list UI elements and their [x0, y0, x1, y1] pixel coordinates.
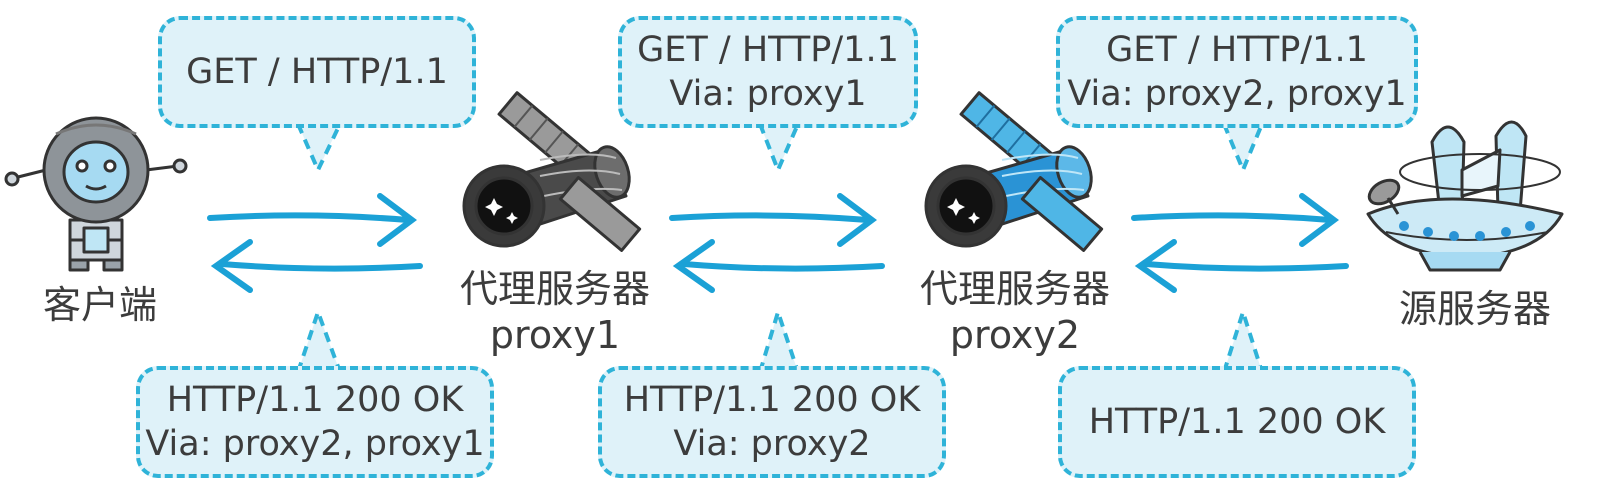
- request-bubble-tail-3: [1222, 123, 1264, 176]
- response-arrow-2: [681, 261, 885, 272]
- response-arrow-1: [219, 261, 423, 272]
- proxy1-name: 代理服务器: [459, 267, 650, 311]
- request-arrow-3: [1131, 212, 1333, 223]
- satellite-gray-icon: [462, 91, 642, 252]
- proxy1-id: proxy1: [489, 313, 621, 357]
- response-bubble-tail-1: [296, 305, 342, 373]
- via-header: Via: proxy1: [669, 74, 867, 114]
- status-line: HTTP/1.1 200 OK: [1088, 402, 1386, 442]
- response-bubble-proxy2-to-proxy1: HTTP/1.1 200 OK Via: proxy2: [598, 366, 946, 478]
- via-header: Via: proxy2: [673, 424, 871, 464]
- proxy1-label: 代理服务器 proxy1: [440, 266, 670, 358]
- via-header: Via: proxy2, proxy1: [1067, 74, 1407, 114]
- proxy2-name: 代理服务器: [919, 267, 1110, 311]
- request-bubble-tail-2: [758, 123, 800, 176]
- request-bubble-tail-1: [296, 123, 342, 175]
- proxy2-id: proxy2: [949, 313, 1081, 357]
- via-header: Via: proxy2, proxy1: [145, 424, 485, 464]
- request-line: GET / HTTP/1.1: [637, 30, 899, 70]
- request-line: GET / HTTP/1.1: [186, 52, 448, 92]
- response-bubble-tail-2: [758, 305, 800, 373]
- request-line: GET / HTTP/1.1: [1106, 30, 1368, 70]
- request-bubble-proxy1-to-proxy2: GET / HTTP/1.1 Via: proxy1: [618, 16, 918, 128]
- request-bubble-client-to-proxy1: GET / HTTP/1.1: [158, 16, 476, 128]
- client-label: 客户端: [42, 283, 157, 327]
- proxy2-label: 代理服务器 proxy2: [900, 266, 1130, 358]
- response-arrow-3: [1143, 261, 1349, 272]
- status-line: HTTP/1.1 200 OK: [166, 380, 464, 420]
- robot-icon: [4, 116, 188, 272]
- origin-server-label: 源服务器: [1398, 287, 1551, 331]
- satellite-blue-icon: [924, 91, 1104, 252]
- request-arrow-1: [207, 212, 411, 223]
- status-line: HTTP/1.1 200 OK: [623, 380, 921, 420]
- request-arrow-2: [669, 212, 871, 223]
- response-bubble-tail-3: [1222, 305, 1264, 373]
- response-bubble-proxy1-to-client: HTTP/1.1 200 OK Via: proxy2, proxy1: [136, 366, 494, 478]
- request-bubble-proxy2-to-origin: GET / HTTP/1.1 Via: proxy2, proxy1: [1056, 16, 1418, 128]
- ufo-server-icon: [1366, 120, 1564, 272]
- response-bubble-origin-to-proxy2: HTTP/1.1 200 OK: [1058, 366, 1416, 478]
